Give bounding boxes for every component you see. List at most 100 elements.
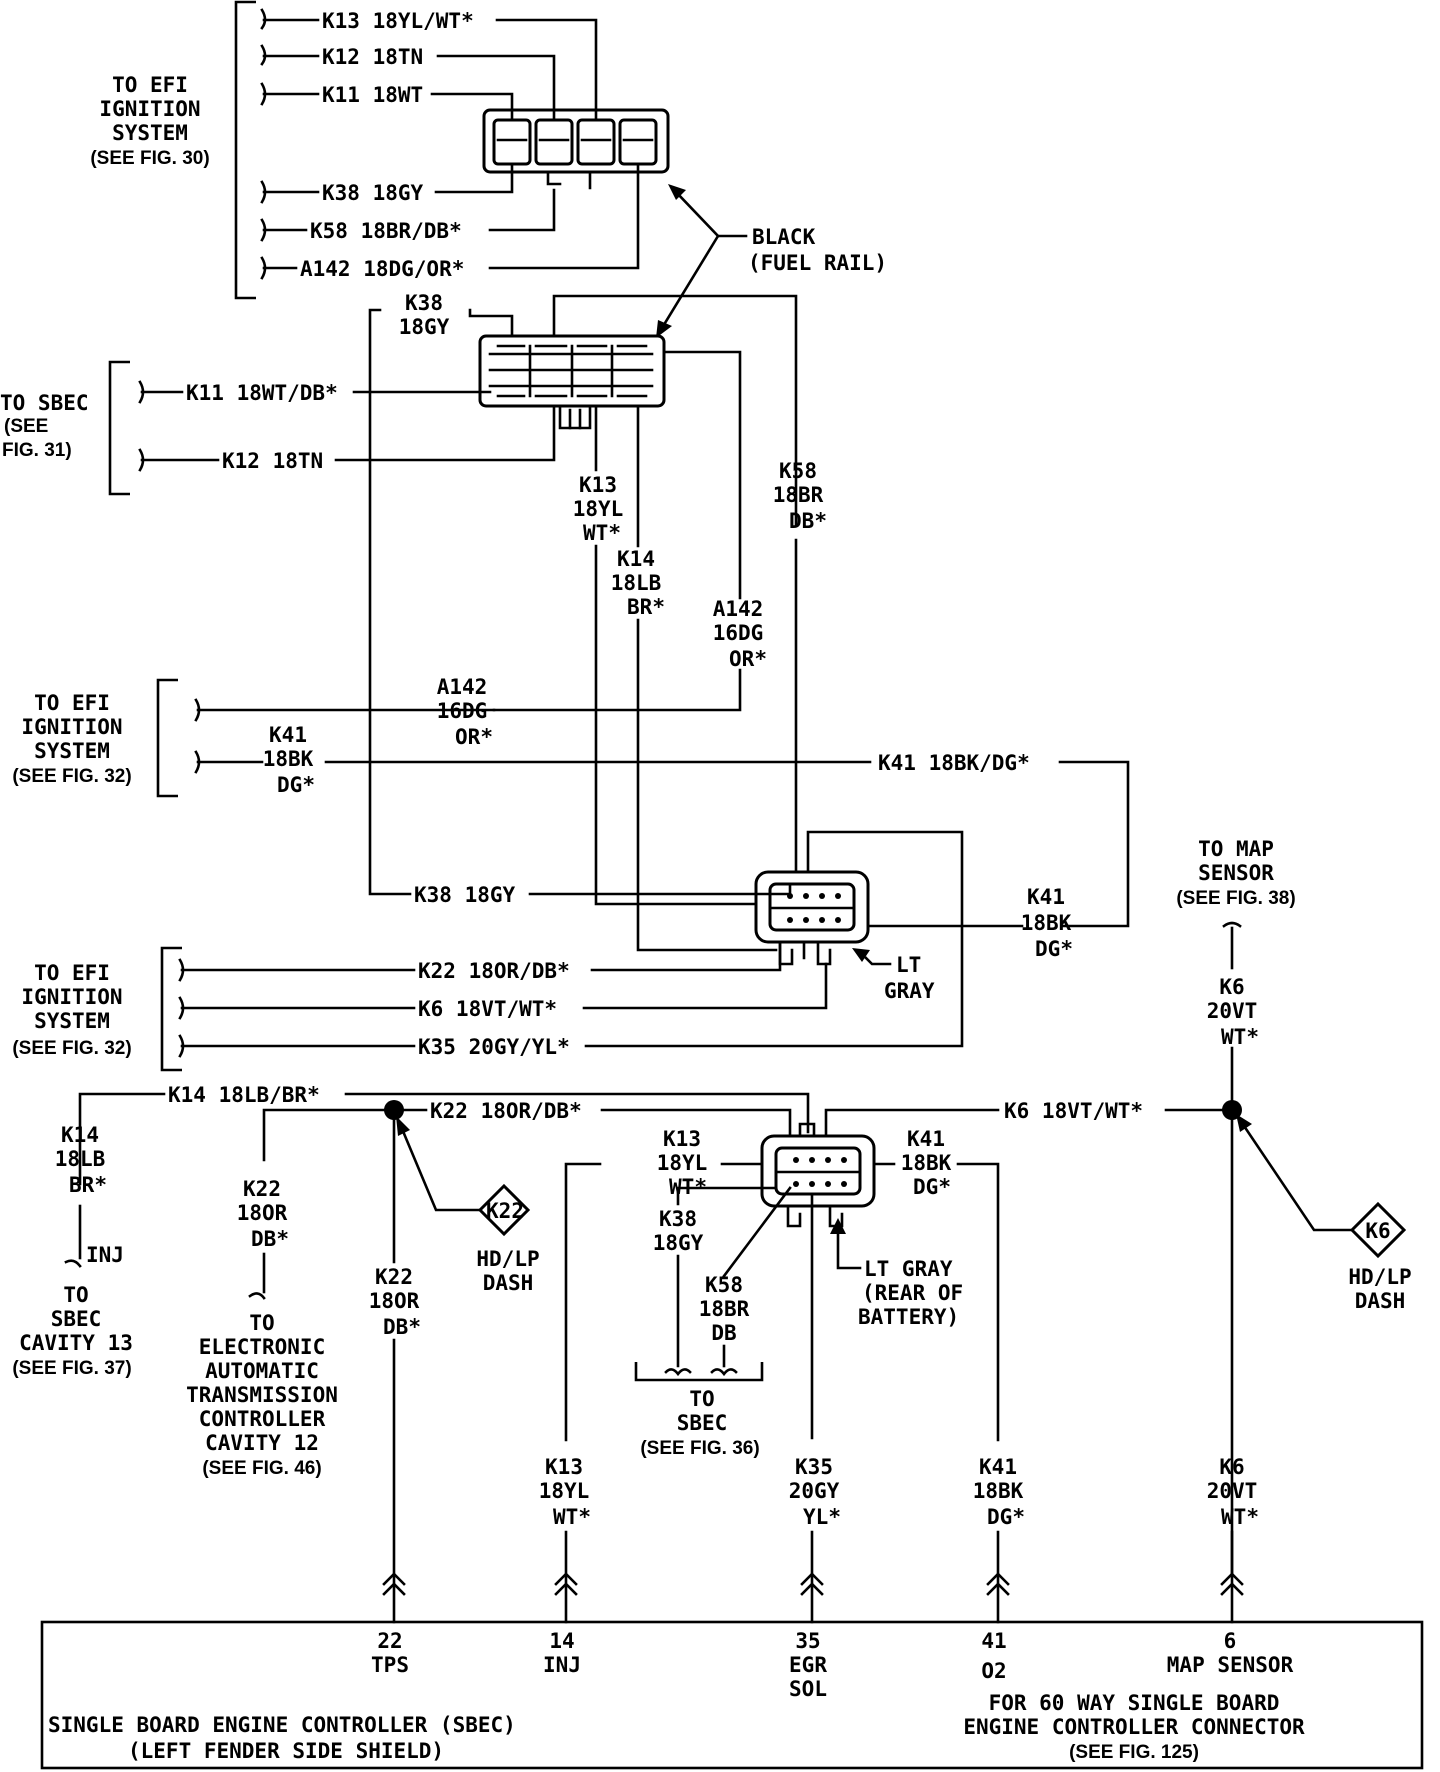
svg-text:(SEE: (SEE xyxy=(4,416,48,437)
svg-text:BATTERY): BATTERY) xyxy=(858,1305,959,1329)
k22-splice-marker: K22 HD/LP DASH xyxy=(396,1116,540,1295)
svg-text:SYSTEM: SYSTEM xyxy=(34,739,110,763)
sbec-pin-labels: 22 TPS 14 INJ 35 EGR SOL 41 O2 6 MAP SEN… xyxy=(371,1629,1294,1701)
svg-text:(SEE FIG. 32): (SEE FIG. 32) xyxy=(12,766,131,787)
svg-text:35: 35 xyxy=(795,1629,820,1653)
svg-text:A142 18DG/OR*: A142 18DG/OR* xyxy=(300,257,464,281)
efi30-bracket xyxy=(234,0,256,300)
svg-text:(SEE FIG. 36): (SEE FIG. 36) xyxy=(640,1438,759,1459)
wire-low-k35: K35 20GY YL* xyxy=(789,1455,841,1624)
svg-text:(SEE FIG. 46): (SEE FIG. 46) xyxy=(202,1458,321,1479)
wire-mid-k14: K14 18LB BR* xyxy=(611,404,778,952)
svg-text:DG*: DG* xyxy=(1035,937,1073,961)
svg-text:18YL: 18YL xyxy=(539,1479,590,1503)
svg-text:K22: K22 xyxy=(243,1177,281,1201)
wire-map-k6: K6 20VT WT* xyxy=(1207,926,1259,1578)
wire-bat-k58: K58 18BR DB xyxy=(699,1186,792,1377)
svg-text:TO EFI: TO EFI xyxy=(112,73,188,97)
efi30-label: TO EFI IGNITION SYSTEM (SEE FIG. 30) xyxy=(90,73,209,169)
svg-text:TO: TO xyxy=(63,1283,88,1307)
lt-gray-battery-label: LT GRAY (REAR OF BATTERY) xyxy=(830,1218,963,1329)
svg-text:CONTROLLER: CONTROLLER xyxy=(199,1407,326,1431)
svg-text:20GY: 20GY xyxy=(789,1479,840,1503)
svg-text:K41: K41 xyxy=(269,723,307,747)
wire-bot-k22: K22 18OR/DB* xyxy=(262,1099,792,1162)
svg-text:K58: K58 xyxy=(705,1273,743,1297)
wire-bot-k14: K14 18LB/BR* xyxy=(78,1083,810,1186)
sbec-pin-chevrons xyxy=(382,1572,1244,1596)
svg-text:6: 6 xyxy=(1224,1629,1237,1653)
svg-text:K6: K6 xyxy=(1219,1455,1244,1479)
lt-gray-connector xyxy=(754,870,870,966)
wire-top-a142: A142 18DG/OR* xyxy=(260,162,640,281)
svg-text:K35 20GY/YL*: K35 20GY/YL* xyxy=(418,1035,570,1059)
efi32b-bracket xyxy=(160,946,182,1072)
svg-text:(REAR OF: (REAR OF xyxy=(862,1281,963,1305)
svg-text:18LB: 18LB xyxy=(611,571,662,595)
svg-text:K38: K38 xyxy=(659,1207,697,1231)
efi-connector-top xyxy=(482,108,670,190)
svg-text:HD/LP: HD/LP xyxy=(476,1247,539,1271)
svg-text:WT*: WT* xyxy=(583,521,621,545)
svg-text:K38 18GY: K38 18GY xyxy=(322,181,424,205)
wire-k22-drop: K22 18OR DB* xyxy=(369,1108,421,1624)
svg-text:YL*: YL* xyxy=(803,1505,841,1529)
svg-text:K13: K13 xyxy=(663,1127,701,1151)
efi32a-label: TO EFI IGNITION SYSTEM (SEE FIG. 32) xyxy=(12,691,131,787)
wire-sbec-k12: K12 18TN xyxy=(138,404,556,473)
svg-text:18BR: 18BR xyxy=(773,483,824,507)
svg-text:20VT: 20VT xyxy=(1207,1479,1258,1503)
svg-text:K14: K14 xyxy=(617,547,655,571)
svg-text:K13: K13 xyxy=(545,1455,583,1479)
svg-text:K6 18VT/WT*: K6 18VT/WT* xyxy=(418,997,557,1021)
svg-text:K41: K41 xyxy=(907,1127,945,1151)
svg-text:K6 18VT/WT*: K6 18VT/WT* xyxy=(1004,1099,1143,1123)
svg-text:18BR: 18BR xyxy=(699,1297,750,1321)
svg-text:O2: O2 xyxy=(981,1659,1006,1683)
svg-text:DG*: DG* xyxy=(913,1175,951,1199)
fuel-rail-connector xyxy=(478,334,666,430)
svg-text:K41: K41 xyxy=(1027,885,1065,909)
svg-text:(SEE FIG. 30): (SEE FIG. 30) xyxy=(90,148,209,169)
svg-text:SOL: SOL xyxy=(789,1677,827,1701)
svg-text:(SEE FIG. 125): (SEE FIG. 125) xyxy=(1069,1742,1199,1763)
svg-text:DASH: DASH xyxy=(1355,1289,1406,1313)
svg-text:SYSTEM: SYSTEM xyxy=(34,1009,110,1033)
svg-text:K12 18TN: K12 18TN xyxy=(222,449,323,473)
svg-text:K14 18LB/BR*: K14 18LB/BR* xyxy=(168,1083,320,1107)
svg-text:SENSOR: SENSOR xyxy=(1198,861,1274,885)
k6-splice-marker: K6 HD/LP DASH xyxy=(1236,1114,1412,1313)
svg-text:K41 18BK/DG*: K41 18BK/DG* xyxy=(878,751,1030,775)
svg-text:K22: K22 xyxy=(375,1265,413,1289)
svg-text:MAP SENSOR: MAP SENSOR xyxy=(1167,1653,1294,1677)
wire-k14-left: K14 18LB BR* INJ xyxy=(55,1123,124,1268)
svg-text:IGNITION: IGNITION xyxy=(21,985,122,1009)
svg-text:EGR: EGR xyxy=(789,1653,827,1677)
svg-text:(FUEL RAIL): (FUEL RAIL) xyxy=(748,251,887,275)
wire-low-k6: K6 20VT WT* xyxy=(1207,1455,1259,1624)
wire-efi-k22: K22 18OR/DB* xyxy=(178,940,782,983)
wire-k35-loop xyxy=(584,830,964,1048)
svg-text:BR*: BR* xyxy=(69,1173,107,1197)
svg-text:ENGINE CONTROLLER CONNECTOR: ENGINE CONTROLLER CONNECTOR xyxy=(963,1715,1305,1739)
svg-text:DG*: DG* xyxy=(277,773,315,797)
svg-text:18LB: 18LB xyxy=(55,1147,106,1171)
svg-text:OR*: OR* xyxy=(729,647,767,671)
svg-text:TO EFI: TO EFI xyxy=(34,961,110,985)
svg-text:IGNITION: IGNITION xyxy=(21,715,122,739)
svg-text:LT GRAY: LT GRAY xyxy=(864,1257,953,1281)
svg-text:WT*: WT* xyxy=(1221,1505,1259,1529)
svg-text:WT*: WT* xyxy=(553,1505,591,1529)
wire-ltg-k38: K38 18GY xyxy=(414,882,792,907)
svg-text:K22 18OR/DB*: K22 18OR/DB* xyxy=(430,1099,582,1123)
svg-text:DB*: DB* xyxy=(251,1227,289,1251)
svg-text:TRANSMISSION: TRANSMISSION xyxy=(186,1383,338,1407)
svg-text:SBEC: SBEC xyxy=(51,1307,102,1331)
svg-text:FIG. 31): FIG. 31) xyxy=(2,440,72,461)
svg-text:DASH: DASH xyxy=(483,1271,534,1295)
svg-text:18YL: 18YL xyxy=(573,497,624,521)
wire-bat-k38: K38 18GY xyxy=(653,1186,778,1377)
svg-text:18OR: 18OR xyxy=(369,1289,420,1313)
sbec36-bracket: TO SBEC (SEE FIG. 36) xyxy=(634,1362,764,1459)
